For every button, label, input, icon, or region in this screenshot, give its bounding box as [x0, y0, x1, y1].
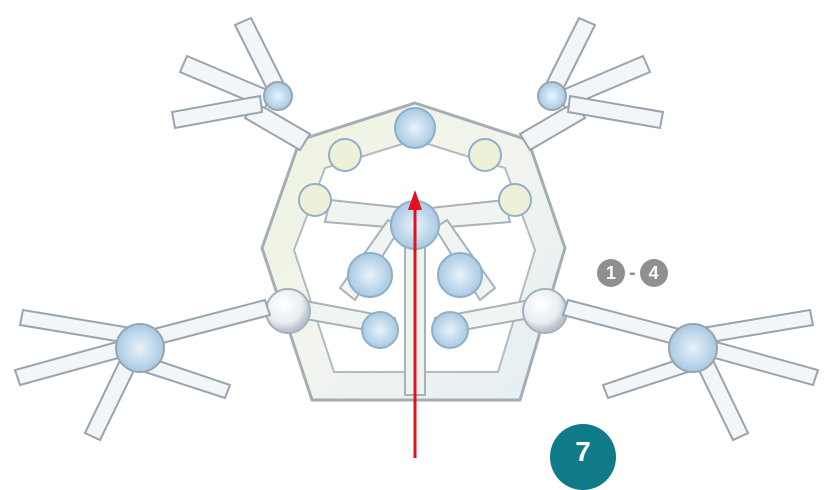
step-number-badge: 7 [550, 424, 616, 490]
step-number: 7 [575, 436, 591, 468]
step-range-separator: - [629, 262, 636, 285]
arm-lower-left [15, 300, 270, 440]
step-range-end: 4 [640, 259, 668, 287]
step-range-indicator: 1 - 4 [597, 258, 668, 288]
arm-lower-right [563, 300, 818, 440]
arm-upper-right [520, 18, 663, 150]
model-illustration [0, 0, 833, 458]
step-range-start: 1 [597, 259, 625, 287]
arm-upper-left [172, 18, 310, 150]
